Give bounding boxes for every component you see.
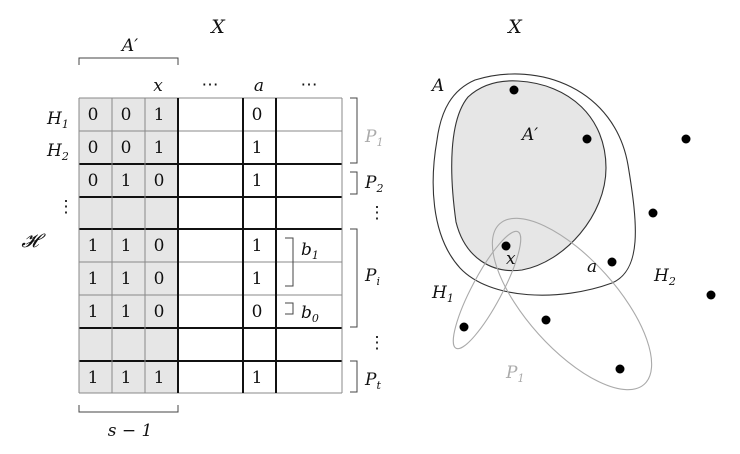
matrix-cell: 1 [252,236,263,256]
matrix-cell: 1 [88,269,99,289]
h1-ellipse [452,230,522,350]
b0-label: b0 [301,303,319,325]
b0-bracket [285,302,294,315]
label-a-prime: A′ [520,125,538,145]
parts-vdots: ⋮ [369,203,386,223]
col-header-x: x [153,76,163,96]
matrix-cell: 1 [252,171,263,191]
venn-title: X [506,16,523,38]
matrix-cell: 1 [252,368,263,388]
point [501,241,511,251]
row-label-h2: H2 [46,141,69,163]
point [541,315,551,325]
point [681,134,691,144]
p2-bracket [350,171,358,195]
col-header-dots: ⋯ [202,75,219,95]
family-label: 𝓗 [21,230,46,252]
p1-bracket [350,97,358,164]
col-header-a: a [254,76,264,96]
point [509,85,519,95]
matrix-cell: 1 [121,368,132,388]
matrix-cell: 0 [88,171,99,191]
s-minus-1-label: s − 1 [108,421,153,441]
label-a: a [587,257,597,277]
matrix-cell: 0 [154,269,165,289]
matrix-cell: 0 [154,236,165,256]
matrix-cell: 1 [88,302,99,322]
a-prime-bracket [78,57,179,65]
label-p1: P1 [505,363,524,385]
p2-label: P2 [364,173,383,195]
parts-vdots: ⋮ [369,333,386,353]
set-a-prime [451,80,607,272]
matrix-cell: 1 [88,236,99,256]
matrix-cell: 1 [252,269,263,289]
col-header-dots: ⋯ [301,75,318,95]
shaded-region [79,98,178,393]
matrix-cell: 0 [121,138,132,158]
matrix-cell: 1 [154,138,165,158]
pt-bracket [350,360,358,393]
point [648,208,658,218]
pi-label: Pi [364,266,380,288]
b1-label: b1 [301,240,319,262]
matrix-table: 0 0 1 0 0 0 1 1 0 1 0 1 1 1 0 1 1 1 0 1 1 1 0 0 1 1 1 1 [78,97,343,394]
matrix-cell: 0 [88,138,99,158]
matrix-cell: 1 [252,138,263,158]
point [459,322,469,332]
point [615,364,625,374]
matrix-cell: 0 [154,302,165,322]
set-a-outline [432,73,636,296]
label-x: x [506,249,516,269]
label-h2: H2 [653,266,676,288]
a-prime-label: A′ [120,36,138,56]
pt-label: Pt [364,370,381,392]
matrix-cell: 1 [121,269,132,289]
h2-ellipse [491,217,653,391]
point [706,290,716,300]
point [582,134,592,144]
matrix-cell: 1 [121,302,132,322]
matrix-cell: 1 [121,171,132,191]
row-label-h1: H1 [46,109,69,131]
matrix-cell: 1 [88,368,99,388]
row-vdots: ⋮ [58,197,75,217]
label-h1: H1 [431,283,454,305]
matrix-cell: 1 [154,105,165,125]
matrix-cell: 0 [252,105,263,125]
s-minus-1-bracket [78,405,179,413]
b1-bracket [285,237,294,287]
matrix-cell: 0 [154,171,165,191]
matrix-cell: 0 [252,302,263,322]
points [459,85,716,374]
matrix-cell: 0 [121,105,132,125]
p1-label: P1 [364,127,383,149]
pi-bracket [350,228,358,328]
matrix-cell: 1 [154,368,165,388]
matrix-cell: 1 [121,236,132,256]
matrix-title: X [209,16,226,38]
matrix-cell: 0 [88,105,99,125]
point [607,257,617,267]
label-a-set: A [430,76,444,96]
